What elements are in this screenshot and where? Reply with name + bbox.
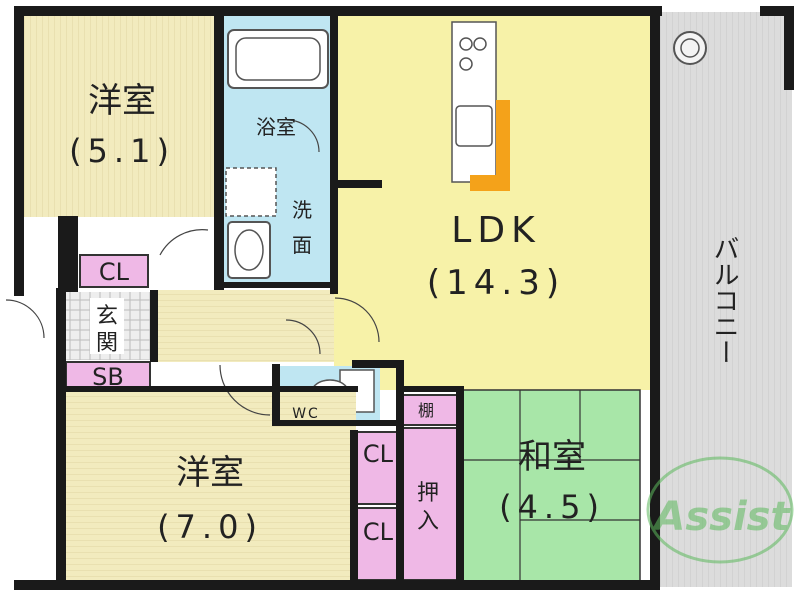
washroom-name-top: 洗 — [292, 198, 312, 222]
ldk-name: LDK — [451, 210, 540, 251]
assist-logo: Assist — [646, 456, 794, 564]
walls — [14, 6, 794, 590]
washbasin-icon — [227, 221, 271, 279]
oshiire-name-bottom: 入 — [417, 509, 439, 534]
door-swings — [5, 119, 380, 416]
western-room-2-size: (7.0) — [157, 508, 263, 546]
hallway-floor — [150, 290, 334, 362]
washroom-name-bottom: 面 — [292, 233, 312, 257]
bathroom-name: 浴室 — [256, 115, 296, 139]
ldk-size: (14.3) — [427, 263, 565, 303]
closet-1-floor — [79, 254, 149, 288]
svg-text:Assist: Assist — [651, 494, 791, 540]
western-room-1-size: (5.1) — [69, 132, 175, 170]
shelf-name: 棚 — [418, 401, 434, 420]
balcony-name: バルコニー — [709, 235, 739, 365]
drain-icon — [673, 31, 707, 65]
entrance-name-top: 玄 — [96, 304, 118, 329]
closet-3-name: CL — [363, 518, 394, 546]
wc-name: WC — [292, 406, 320, 422]
japanese-room-size: (4.5) — [499, 488, 605, 526]
kitchen-counter — [451, 21, 510, 191]
washing-machine-icon — [225, 167, 277, 217]
western-room-1-name: 洋室 — [88, 81, 156, 121]
japanese-room-tatami — [459, 389, 641, 583]
western-room-2-name: 洋室 — [176, 453, 244, 493]
balcony-area — [660, 12, 792, 587]
closet-2-name: CL — [363, 440, 394, 468]
oshiire-name-top: 押 — [417, 481, 439, 506]
japanese-room-name: 和室 — [518, 437, 586, 477]
bathtub-icon — [227, 29, 329, 89]
oshiire-floor — [401, 427, 459, 581]
shoe-box-floor — [65, 361, 151, 391]
western-room-1-floor — [22, 12, 222, 217]
closet-2-floor — [355, 431, 401, 505]
shoe-box-name: SB — [92, 363, 124, 391]
entrance-name-bottom: 関 — [96, 331, 118, 356]
closet-1-name: CL — [99, 258, 130, 286]
